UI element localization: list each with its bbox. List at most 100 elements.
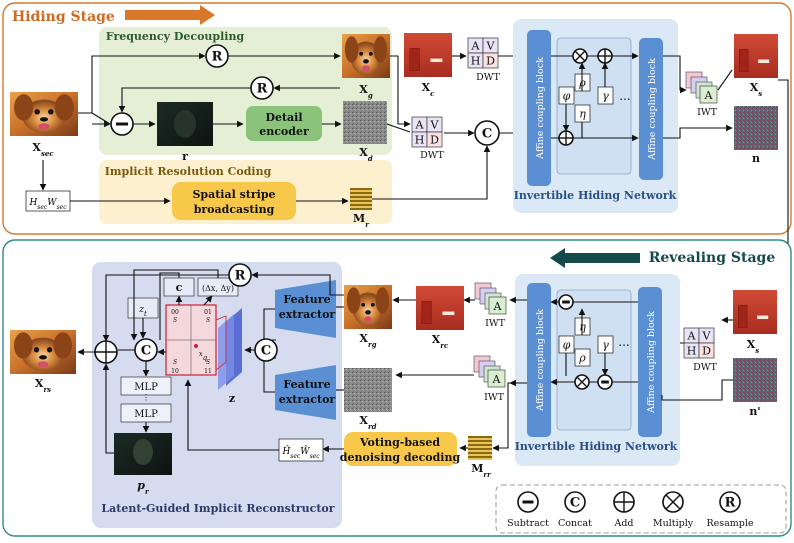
affine-reveal-left	[527, 283, 551, 437]
legend-multiply-icon-glyph2	[665, 494, 681, 510]
legend-resample-label: Resample	[706, 518, 753, 529]
nprime-image	[733, 358, 777, 402]
affine-block-left	[527, 30, 551, 186]
spatial-stripe-label-1: Spatial stripe	[192, 188, 275, 201]
xs-image-door	[738, 49, 749, 72]
xrs-label: Xrs	[35, 377, 51, 394]
arrow-ihn-to-n	[663, 124, 733, 139]
secret-image-ear-l	[14, 94, 34, 121]
xg-image-eye-l	[359, 51, 364, 56]
delta-label: (Δx, Δy)	[202, 284, 234, 293]
xsec-label: Xsec	[32, 141, 54, 158]
voting-box	[344, 432, 457, 466]
xg-image-eye-r	[368, 51, 373, 56]
resample-top-glyph: R	[212, 50, 223, 65]
arrow-resample2-to-subtract	[118, 87, 251, 113]
secret-image-nose	[39, 117, 49, 122]
ihn-reveal-gamma-label: γ	[602, 339, 609, 352]
xrc-label: Xrc	[432, 333, 449, 350]
concat-op-glyph: C	[482, 127, 492, 142]
dwt-reveal-label-H: H	[687, 345, 697, 358]
implicit-resolution-title: Implicit Resolution Coding	[105, 165, 272, 178]
xg-image-ear-r	[373, 36, 388, 63]
mrr-label: Mrr	[471, 462, 492, 479]
xrs-image-face	[21, 337, 65, 371]
ihn-reveal-eta-label: η	[579, 321, 586, 334]
affine-block-left-label: Affine coupling block	[535, 57, 546, 160]
spatial-stripe-label-2: broadcasting	[194, 203, 275, 216]
mr-label: Mr	[353, 212, 370, 229]
ihn-reveal-div-glyph2	[576, 376, 588, 388]
dwt-secret-label-V: V	[430, 119, 440, 132]
revealing-arrow-icon	[550, 248, 640, 268]
detail-encoder-box	[246, 106, 322, 141]
affine-reveal-right	[638, 287, 662, 437]
hiding-stage-title: Hiding Stage	[12, 9, 115, 25]
xrg-image-tongue	[364, 316, 372, 323]
iwt-reveal-bottom-front	[487, 369, 506, 388]
concat-lgir-glyph: C	[141, 344, 151, 359]
ihn-hiding-title: Invertible Hiding Network	[514, 189, 677, 202]
mlp-label-1: MLP	[134, 382, 158, 393]
grid-projection	[215, 315, 227, 371]
n-image	[734, 106, 778, 150]
ihn-gamma-label: γ	[602, 90, 609, 103]
cover-image-sign	[430, 58, 443, 63]
arrow-mr-to-concat	[372, 145, 491, 200]
hw-label: HsecWsec	[28, 198, 67, 211]
pr-shape	[133, 439, 153, 465]
dwt-cover-label-A: A	[471, 40, 481, 53]
s-label-2: S	[173, 359, 177, 366]
z-label: z	[229, 392, 235, 405]
xrg-image-eye-l	[361, 302, 366, 307]
reveal-xs-image-sign	[757, 315, 769, 320]
xrs-image-eye-l	[33, 347, 40, 353]
xrd-image	[344, 368, 392, 412]
legend-resample-icon	[719, 491, 741, 513]
xc-label: Xc	[422, 81, 436, 98]
xs-label: Xs	[750, 81, 763, 98]
secret-image-tongue	[38, 123, 50, 130]
n-label: n	[752, 152, 760, 165]
xrg-image-ear-r	[375, 287, 390, 314]
dwt-cover-label: DWT	[476, 72, 500, 83]
secret-image-ear-r	[54, 94, 74, 121]
dwt-cover-label-V: V	[486, 40, 496, 53]
fe-bottom-label-2: extractor	[279, 393, 336, 406]
legend-concat-label: Concat	[558, 518, 592, 529]
mlp-label-2: MLP	[134, 409, 158, 420]
ihn-inner-panel	[556, 37, 632, 175]
c-label: c	[176, 281, 183, 294]
reveal-xs-label: Xs	[747, 338, 760, 355]
revealing-stage-title: Revealing Stage	[649, 250, 776, 266]
cover-image-door	[409, 48, 420, 71]
detail-encoder-label-2: encoder	[259, 125, 309, 138]
dwt-cover-label-H: H	[471, 55, 481, 68]
affine-reveal-right-label: Affine coupling block	[646, 311, 657, 414]
dwt-reveal-cell-D	[698, 342, 715, 359]
dwt-reveal-label-A: A	[687, 330, 697, 343]
r-label: r	[182, 150, 188, 163]
dwt-secret-label-A: A	[415, 119, 425, 132]
hw-hat-label: ĤsecŴsec	[281, 445, 320, 460]
hiding-arrow-icon	[125, 5, 215, 25]
iwt-reveal-top-label: A	[493, 300, 503, 313]
legend-multiply-label: Multiply	[653, 518, 694, 529]
fe-top-label-1: Feature	[283, 293, 330, 306]
ihn-reveal-inner	[556, 289, 632, 431]
frequency-decoupling-title: Frequency Decoupling	[106, 30, 245, 43]
dwt-reveal-label-V: V	[702, 330, 712, 343]
spatial-stripe-box	[172, 182, 296, 220]
arrow-iwt-to-xs	[717, 69, 733, 91]
arrow-xg-to-dwt	[390, 55, 411, 128]
xrs-image-ear-l	[13, 332, 33, 359]
secret-image-face	[22, 99, 66, 133]
concat-reveal-glyph: C	[261, 344, 271, 359]
s-label-1: S	[206, 317, 210, 324]
xrg-image-eye-r	[370, 302, 375, 307]
grid-11: 11	[204, 368, 212, 375]
legend-concat-icon	[564, 491, 586, 513]
xq-label: xq	[199, 350, 208, 362]
